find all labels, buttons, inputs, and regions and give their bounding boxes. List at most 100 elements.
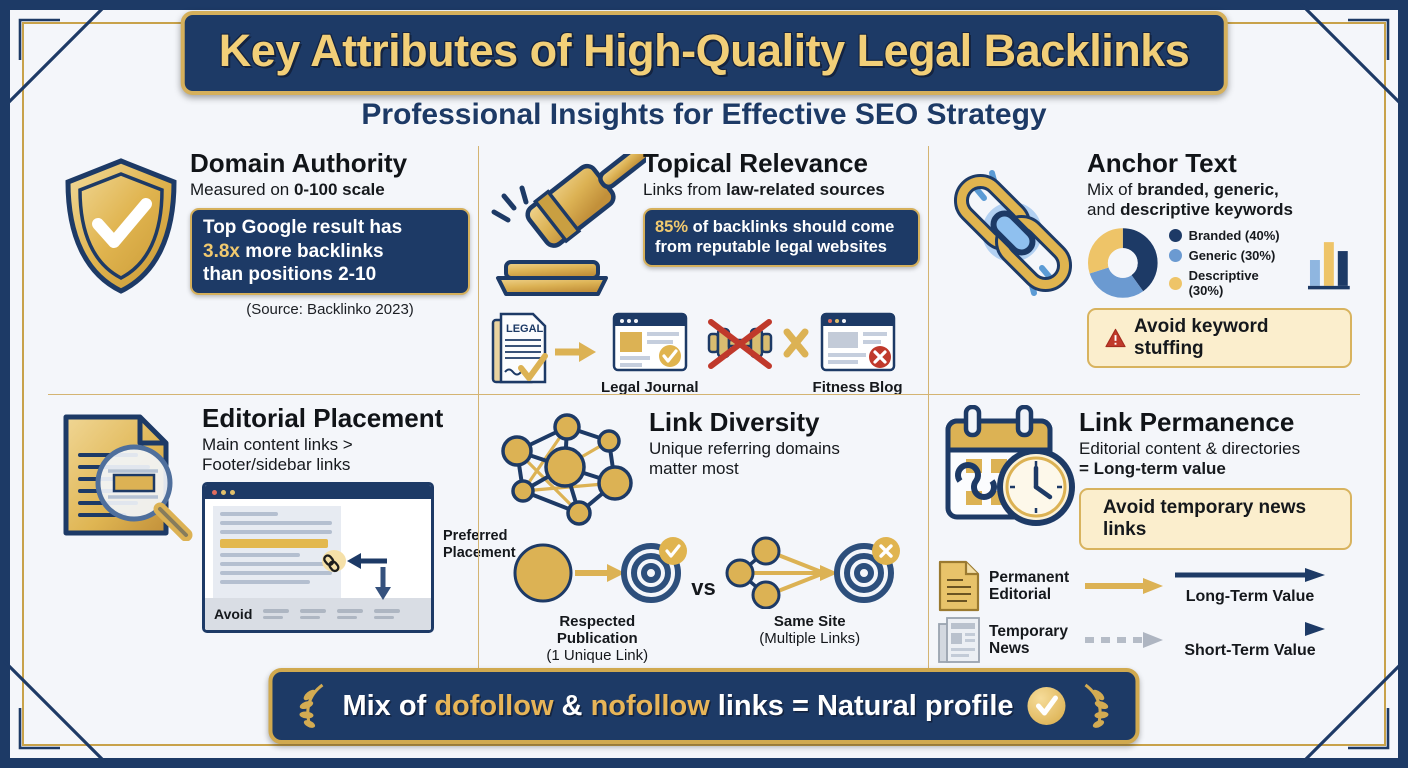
footer-part3: links = Natural profile [709,689,1014,722]
browser-mockup: Avoid [202,482,434,634]
frame-outer-border [7,7,1401,761]
card-title-domain-authority: Domain Authority [190,148,408,178]
label-fitness-blog: Fitness Blog [812,379,903,396]
main-content-block [213,506,341,599]
label-legal-journal: Legal Journal [601,379,699,396]
check-badge-icon [1027,687,1066,725]
card-subtitle-topical-relevance: Links from law-related sources [643,180,920,200]
newspaper-icon [938,617,980,664]
link-chain-small-icon [322,550,346,573]
legend-label-branded: Branded (40%) [1188,228,1280,244]
browser-dot-green [230,489,235,495]
ld-sub-line2: matter most [649,459,739,479]
tr-sub-prefix: Links from [643,180,727,200]
arrow-down-icon [375,567,391,601]
same-site-group: Same Site (Multiple Links) [720,535,900,648]
title-plate: Key Attributes of High-Quality Legal Bac… [180,11,1228,95]
footer-link-group [300,609,327,620]
footer-banner-text: Mix of dofollow & nofollow links = Natur… [342,690,1013,723]
at-sub-mid: and [1087,200,1121,220]
at-sub-prefix: Mix of [1087,180,1138,200]
dashed-gray-arrow-icon [1085,632,1163,649]
anchor-text-chart: Branded (40%) Generic (30%) Descriptive … [1087,227,1352,299]
laurel-left-icon [299,683,324,728]
arrow-left-pointer-icon [347,553,387,570]
ld-left-cap3: (1 Unique Link) [546,646,649,664]
warning-pill-keyword-stuffing: Avoid keyword stuffing [1087,308,1352,369]
card-title-link-permanence: Link Permanence [1079,407,1295,437]
footer-gold1: dofollow [434,689,554,722]
legend-swatch-generic [1168,249,1182,263]
lp-row1-label2: Editorial [989,586,1052,604]
mini-bar-chart [1308,242,1351,290]
vs-label: vs [691,575,716,600]
ld-left-cap1: Respected [559,613,636,630]
permanent-editorial-label: Permanent Editorial [989,569,1075,603]
ep-sub-line2: Footer/sidebar links [202,455,351,475]
ld-left-cap2: Publication [556,629,638,647]
footer-link-group [337,609,364,620]
gavel-icon [487,150,647,304]
lp-row2-label1: Temporary [989,623,1068,641]
at-sub-strong2: descriptive keywords [1120,200,1294,220]
stat-box-topical-relevance: 85% of backlinks should come from reputa… [643,208,920,267]
card-editorial-placement: Editorial Placement Main content links >… [48,394,516,680]
document-gold-icon [938,561,980,612]
da-stat-line3: than positions 2-10 [203,263,377,285]
legend-swatch-descriptive [1168,276,1182,290]
lp-sub-line2: = Long-term value [1079,459,1226,479]
caption-respected-publication: Respected Publication (1 Unique Link) [507,613,687,664]
card-link-permanence: Link Permanence Editorial content & dire… [928,394,1360,680]
legend-item: Generic (30%) [1168,248,1297,264]
ld-right-cap2: (Multiple Links) [759,629,861,647]
callout-line1: Preferred [443,528,508,545]
footer-link-group [374,609,401,620]
page-subtitle: Professional Insights for Effective SEO … [361,98,1047,131]
ep-sub-line1: Main content links > [202,435,353,455]
good-site-card: Legal Journal [601,312,699,396]
cards-grid: Domain Authority Measured on 0-100 scale… [48,146,1360,680]
laurel-right-icon [1084,683,1109,728]
lp-row2-value: Short-Term Value [1184,641,1316,659]
gold-arrow-icon [1085,578,1163,595]
footer-part1: Mix of [342,689,435,722]
lp-sub-line1: Editorial content & directories [1079,439,1301,459]
lp-row2-label2: News [989,640,1030,658]
donut-chart [1087,228,1158,299]
da-stat-highlight: 3.8x [203,240,240,262]
network-graph-icon [487,405,647,533]
footer-part2: & [553,689,591,722]
legend-label-descriptive: Descriptive (30%) [1188,268,1259,299]
warning-label: Avoid keyword stuffing [1134,316,1269,360]
browser-titlebar [205,485,431,500]
avoid-label: Avoid [214,606,253,623]
browser-dot-yellow [221,489,226,495]
card-subtitle-domain-authority: Measured on 0-100 scale [190,180,470,200]
card-title-anchor-text: Anchor Text [1087,148,1237,178]
footer-banner: Mix of dofollow & nofollow links = Natur… [268,668,1140,744]
short-term-arrow-icon [1175,621,1325,636]
shield-check-icon [56,150,186,296]
temporary-news-row: Temporary News Short-Term Value [937,616,1352,664]
tr-sub-strong: law-related sources [726,180,885,200]
arrow-right-icon [555,342,596,362]
page-title: Key Attributes of High-Quality Legal Bac… [218,25,1190,76]
card-title-topical-relevance: Topical Relevance [643,148,868,178]
at-sub-strong1: branded, generic, [1137,180,1279,200]
legend-label-generic: Generic (30%) [1188,248,1276,264]
da-sub-strong: 0-100 scale [293,180,385,200]
permanent-editorial-row: Permanent Editorial Long-Term Value [937,560,1352,612]
pill-avoid-temporary-news: Avoid temporary news links [1079,488,1352,551]
cross-mark-icon [783,328,809,358]
tr-stat-rest: of backlinks should come [688,218,895,237]
da-sub-prefix: Measured on [190,180,294,200]
calendar-clock-icon [937,405,1077,531]
bad-site-card: Fitness Blog [813,312,903,396]
card-link-diversity: Link Diversity Unique referring domains … [478,394,928,680]
da-stat-line1: Top Google result has [203,217,403,239]
card-title-editorial-placement: Editorial Placement [202,403,444,433]
da-stat-line2: more backlinks [239,240,384,262]
tr-stat-highlight: 85% [655,218,689,237]
chart-legend: Branded (40%) Generic (30%) Descriptive … [1168,228,1297,299]
card-title-link-diversity: Link Diversity [649,407,820,437]
